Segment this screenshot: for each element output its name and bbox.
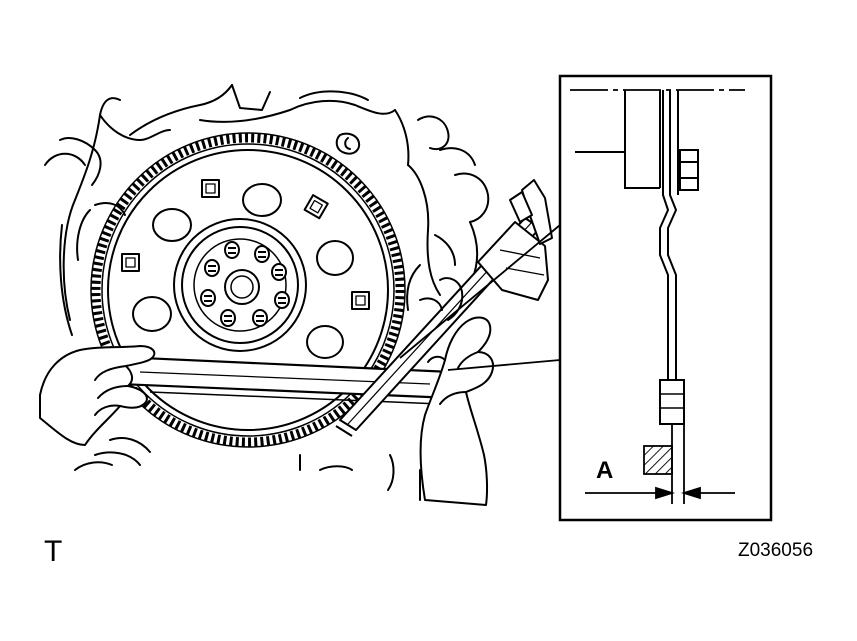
plate-mounting-holes (121, 179, 370, 310)
ring-gear-teeth (91, 133, 405, 447)
corner-mark: T (44, 535, 62, 568)
crankshaft-hub (173, 218, 307, 352)
engine-block-outline (44, 84, 490, 501)
ring-gear-root (101, 143, 395, 437)
figure-code: Z036056 (738, 540, 813, 561)
crankshaft-flange-section (575, 90, 661, 189)
drive-plate-profile (659, 90, 679, 380)
left-hand (39, 345, 156, 446)
flywheel (90, 132, 406, 448)
crankshaft-bolts (200, 241, 290, 327)
pilot-bore (224, 269, 260, 305)
lightening-holes (132, 183, 354, 359)
flywheel-plate-edge (107, 149, 389, 431)
bolt-head (679, 149, 699, 191)
hatched-reference-surface (643, 445, 673, 475)
ring-gear-outer (90, 132, 406, 448)
detail-leader-lines (399, 224, 561, 371)
ring-gear-section (659, 379, 685, 425)
callout-label-a: A (596, 457, 613, 484)
dimension-arrows (585, 486, 735, 500)
detail-inset: A (558, 74, 773, 522)
right-hand (419, 277, 494, 506)
